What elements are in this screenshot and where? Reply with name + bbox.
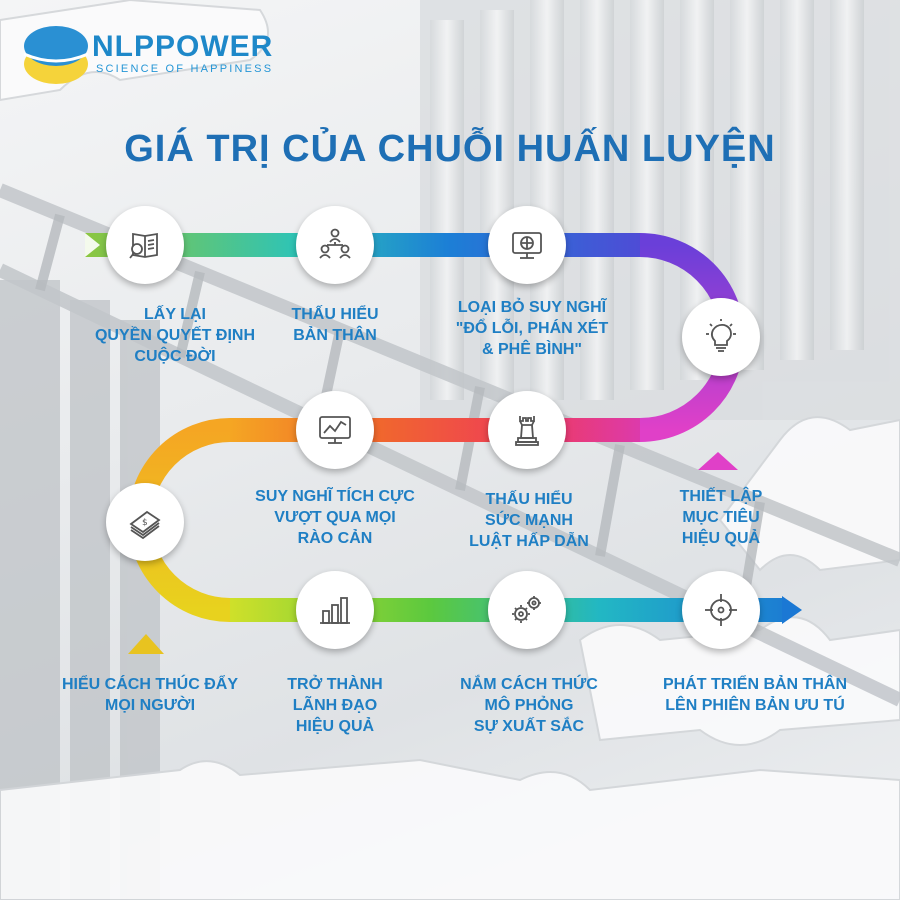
step-6-node	[296, 391, 374, 469]
step-1-node	[106, 206, 184, 284]
brand-name: NLPPOWER	[92, 30, 274, 63]
step-5-node	[488, 391, 566, 469]
document-search-icon	[129, 232, 158, 259]
step-3-node	[488, 206, 566, 284]
page-title: GIÁ TRỊ CỦA CHUỖI HUẤN LUYỆN	[124, 128, 776, 170]
monitor-brain-icon	[512, 232, 542, 259]
chart-monitor-icon	[319, 416, 351, 444]
step-2-label: THẤU HIỂU BẢN THÂN	[291, 306, 379, 344]
bar-chart-icon	[320, 597, 350, 624]
step-8-node	[296, 571, 374, 649]
step-2-node	[296, 206, 374, 284]
step-4-node	[682, 298, 760, 376]
step-7-label: HIỂU CÁCH THÚC ĐẨY MỌI NGƯỜI	[62, 676, 238, 714]
step-10-label: PHÁT TRIỂN BẢN THÂN LÊN PHIÊN BẢN ƯU TÚ	[663, 676, 847, 714]
lightbulb-icon	[706, 319, 736, 352]
step-5-label: THẤU HIỂU SỨC MẠNH LUẬT HẤP DẪN	[469, 491, 589, 550]
step-4-label: THIẾT LẬP MỤC TIÊU HIỆU QUẢ	[679, 488, 763, 547]
svg-text:$: $	[142, 518, 148, 528]
target-icon	[705, 594, 737, 626]
step-7-node: $	[106, 483, 184, 561]
brand-logo-icon	[23, 26, 89, 84]
step-1-label: LẤY LẠI QUYỀN QUYẾT ĐỊNH CUỘC ĐỜI	[94, 306, 255, 365]
step-8-label: TRỞ THÀNH LÃNH ĐẠO HIỆU QUẢ	[287, 676, 383, 735]
money-stack-icon: $	[129, 510, 161, 540]
step-6-label: SUY NGHĨ TÍCH CỰC VƯỢT QUA MỌI RÀO CẢN	[255, 488, 415, 547]
step-9-node	[488, 571, 566, 649]
step-10-node	[682, 571, 760, 649]
step-3-label: LOẠI BỎ SUY NGHĨ "ĐỔ LỖI, PHÁN XÉT & PHÊ…	[455, 299, 609, 358]
people-hierarchy-icon	[319, 228, 351, 259]
brand-tagline: SCIENCE OF HAPPINESS	[96, 63, 274, 75]
chess-rook-icon	[515, 416, 539, 446]
step-9-label: NẮM CÁCH THỨC MÔ PHỎNG SỰ XUẤT SẮC	[460, 676, 598, 735]
gears-icon	[512, 596, 541, 623]
